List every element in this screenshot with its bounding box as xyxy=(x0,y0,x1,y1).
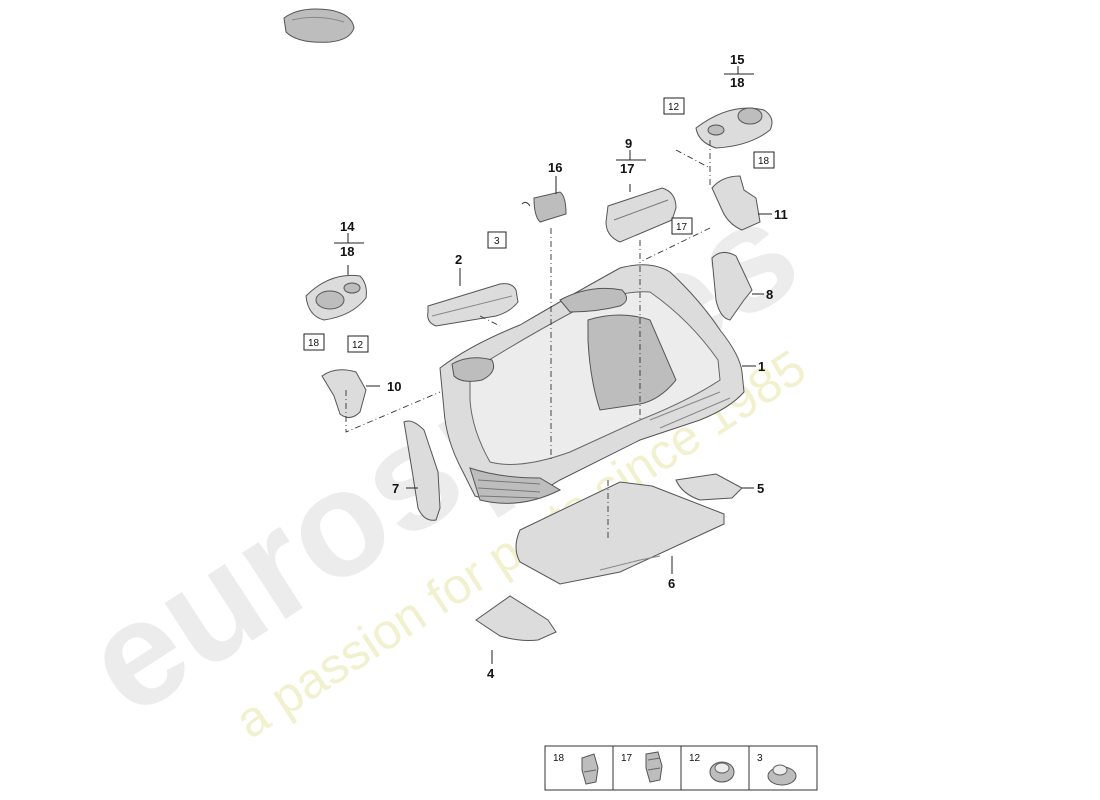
grommet-3-icon xyxy=(767,764,797,786)
part-2-panel xyxy=(427,283,519,327)
part-15-cupholder-right xyxy=(695,107,773,149)
part-11-trim xyxy=(711,175,761,231)
callout-10: 10 xyxy=(387,379,401,394)
callouts: 1 2 4 5 6 7 8 9 17 10 11 14 18 15 18 16 xyxy=(340,52,788,681)
callout-17-under-9: 17 xyxy=(620,161,634,176)
callout-1: 1 xyxy=(758,359,765,374)
leader-lines xyxy=(334,66,772,664)
part-8-trim xyxy=(711,252,753,321)
callout-18-under-14: 18 xyxy=(340,244,354,259)
part-14-cupholder-left xyxy=(305,274,367,321)
box-ref-12-right: 12 xyxy=(663,97,685,115)
callout-11: 11 xyxy=(774,207,788,222)
callout-8: 8 xyxy=(766,287,773,302)
nut-12-icon xyxy=(709,761,735,783)
box-ref-18-left: 18 xyxy=(303,333,325,351)
svg-text:12: 12 xyxy=(689,753,701,764)
legend-cell-18: 18 xyxy=(544,745,614,791)
clip-18-icon xyxy=(581,753,599,785)
part-7-trim xyxy=(403,420,441,521)
part-top-left xyxy=(283,8,355,43)
watermark: eurospares a passion for parts since 198… xyxy=(56,165,826,749)
svg-text:17: 17 xyxy=(676,222,688,233)
part-4-cover xyxy=(475,595,557,641)
svg-text:18: 18 xyxy=(308,338,320,349)
boxed-refs: 3 12 12 17 18 18 xyxy=(303,97,775,353)
callout-14: 14 xyxy=(340,219,355,234)
box-ref-12-left: 12 xyxy=(347,335,369,353)
svg-text:17: 17 xyxy=(621,753,633,764)
part-10-trim xyxy=(321,369,367,418)
part-16-lamp xyxy=(521,191,567,223)
svg-text:3: 3 xyxy=(494,236,500,247)
callout-15: 15 xyxy=(730,52,744,67)
box-ref-18-right: 18 xyxy=(753,151,775,169)
callout-2: 2 xyxy=(455,252,462,267)
callout-9: 9 xyxy=(625,136,632,151)
svg-text:18: 18 xyxy=(758,156,770,167)
callout-16: 16 xyxy=(548,160,562,175)
legend-cell-3: 3 xyxy=(748,745,818,791)
assembly-lines xyxy=(345,140,711,540)
svg-text:18: 18 xyxy=(553,753,565,764)
callout-5: 5 xyxy=(757,481,764,496)
callout-7: 7 xyxy=(392,481,399,496)
part-1-trunk-lining xyxy=(439,264,745,504)
box-ref-17: 17 xyxy=(671,217,693,235)
svg-text:3: 3 xyxy=(757,753,763,764)
callout-18-under-15: 18 xyxy=(730,75,744,90)
part-5-cover xyxy=(675,473,743,501)
part-6-floor-mat xyxy=(515,481,725,585)
callout-6: 6 xyxy=(668,576,675,591)
svg-text:12: 12 xyxy=(668,102,680,113)
svg-text:12: 12 xyxy=(352,340,364,351)
watermark-brand: eurospares xyxy=(56,165,826,746)
box-ref-3: 3 xyxy=(487,231,507,249)
callout-4: 4 xyxy=(487,666,495,681)
legend-cell-17: 17 xyxy=(612,745,682,791)
clip-17-icon xyxy=(645,751,663,783)
fastener-legend: 18 17 12 3 xyxy=(544,745,818,791)
part-9-bracket xyxy=(605,187,677,243)
legend-cell-12: 12 xyxy=(680,745,750,791)
